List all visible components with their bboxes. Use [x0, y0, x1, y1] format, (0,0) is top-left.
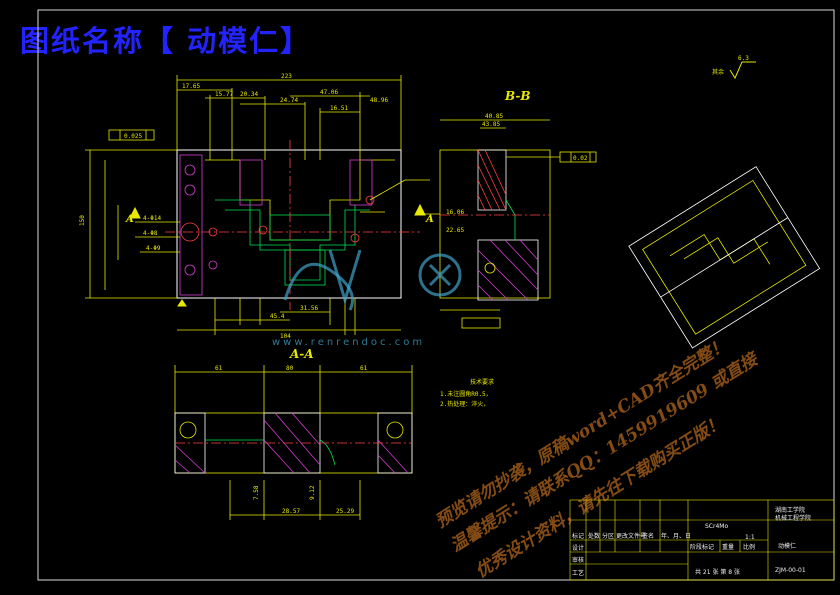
dim-top-left: 17.65 — [182, 83, 200, 90]
dim-bottom2: 104 — [280, 333, 291, 340]
roughness-symbol — [729, 61, 756, 80]
dim-bottom1: 45.4 — [270, 313, 285, 320]
tb-material: SCr4Mo — [705, 523, 728, 530]
dim-4phi8: 4-Φ8 — [143, 230, 158, 237]
dim-aa-right: 61 — [360, 365, 368, 372]
dim-d5: 16.51 — [330, 105, 348, 112]
dim-d4: 47.06 — [320, 89, 338, 96]
dim-tol-left: 0.025 — [124, 133, 142, 140]
tb-col-1: 分区 — [602, 532, 614, 540]
dim-bb-width: 40.85 — [485, 113, 503, 120]
tb-part-name: 动模仁 — [778, 542, 796, 550]
dim-4phi14: 4-Φ14 — [143, 215, 161, 222]
tb-row-3: 工艺 — [572, 569, 584, 577]
dim-bottom3: 31.56 — [300, 305, 318, 312]
dim-aa-h4: 9.12 — [309, 485, 316, 500]
dim-tol-right: 0.02 — [573, 155, 588, 162]
section-aa-label: A-A — [289, 347, 314, 361]
tb-dept: 机械工程学院 — [775, 514, 811, 522]
watermark-line3: 优秀设计资料，请先往下载购买正版！ — [472, 412, 728, 582]
isometric-view — [628, 166, 821, 349]
main-view — [85, 75, 440, 335]
tb-scale: 1:1 — [745, 534, 755, 541]
notes-line1: 1.未注圆角R0.5， — [440, 390, 492, 398]
tb-col-2: 更改文件号 — [616, 532, 646, 540]
notes-heading: 技术要求 — [470, 378, 494, 386]
arrow-a-label-right: A — [425, 214, 434, 225]
tb-row-1: 设计 — [572, 544, 584, 552]
tb-sheet: 共 21 张 第 8 张 — [695, 568, 740, 576]
tb-col-0: 处数 — [588, 532, 600, 540]
dim-d3: 24.74 — [280, 97, 298, 104]
tb-drawing-no: ZJM-00-01 — [775, 567, 806, 574]
dim-4phi9: 4-Φ9 — [146, 245, 161, 252]
drawing-title: 图纸名称【 动模仁】 — [20, 24, 312, 58]
dim-aa-h1: 7.58 — [253, 485, 260, 500]
section-arrows — [129, 203, 426, 307]
dim-aa-mid: 80 — [286, 365, 294, 372]
tb-row-2: 审核 — [572, 556, 584, 564]
dim-bb-mid: 16.06 — [446, 209, 464, 216]
watermark-url: www.renrendoc.com — [272, 337, 425, 348]
section-bb-label: B-B — [504, 89, 531, 103]
dim-overall-width: 223 — [281, 73, 292, 80]
main-view-dims: 223 17.65 15.77 20.34 24.74 47.06 16.51 … — [79, 73, 388, 340]
dim-bb-side: 22.65 — [446, 227, 464, 234]
section-bb-view — [439, 119, 597, 329]
dim-aa-left: 61 — [215, 365, 223, 372]
dim-d1: 15.77 — [215, 91, 233, 98]
watermark-logo — [283, 249, 462, 311]
dim-bb-top: 43.85 — [482, 121, 500, 128]
dim-aa-h2: 28.57 — [282, 508, 300, 515]
dim-height: 150 — [79, 215, 86, 226]
dim-d2: 20.34 — [240, 91, 258, 98]
section-aa-view — [174, 365, 413, 520]
arrow-a-label: A — [125, 214, 134, 225]
dim-d6: 48.96 — [370, 97, 388, 104]
roughness-value: 6.3 — [738, 55, 749, 62]
title-block — [569, 499, 835, 581]
roughness-label: 其余 — [712, 68, 724, 76]
tb-col-4: 年、月、日 — [661, 532, 691, 540]
tb-org: 湖南工学院 — [775, 506, 805, 514]
tb-weight-label: 重量 — [722, 543, 734, 551]
notes-line2: 2.热处理：淬火， — [440, 400, 489, 408]
tb-row-0: 标记 — [572, 532, 584, 540]
tb-col-3: 签名 — [642, 532, 654, 540]
drawing-frame — [37, 9, 835, 581]
tb-stage-label: 阶段标记 — [690, 543, 714, 551]
tb-scale-label: 比例 — [743, 543, 755, 551]
dim-aa-h3: 25.29 — [336, 508, 354, 515]
